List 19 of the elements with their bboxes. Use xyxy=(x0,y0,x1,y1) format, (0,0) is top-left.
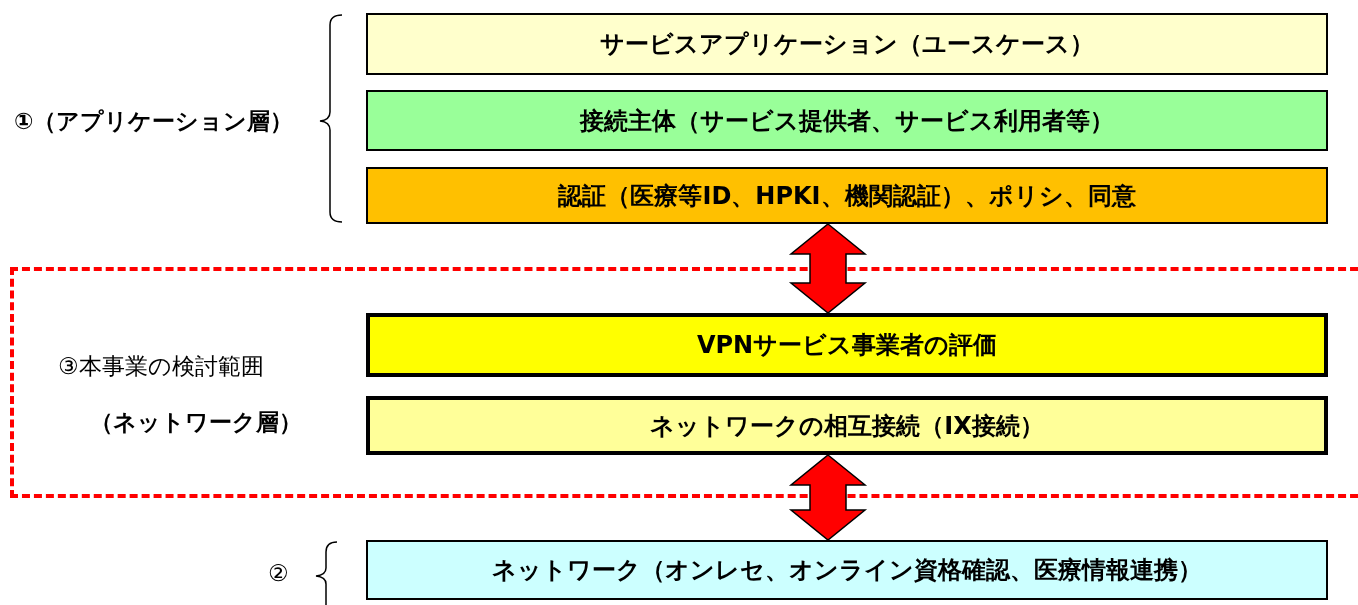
layer-text: 認証（医療等ID、HPKI、機関認証）、ポリシ、同意 xyxy=(558,180,1136,212)
layer-text: ネットワークの相互接続（IX接続） xyxy=(650,410,1044,442)
layer-box xyxy=(366,540,1328,600)
scope-region xyxy=(10,267,1358,498)
layer-text: ネットワーク（オンレセ、オンライン資格確認、医療情報連携） xyxy=(492,555,1202,586)
layer-text: サービスアプリケーション（ユースケース） xyxy=(600,29,1094,60)
layer-box xyxy=(366,90,1328,151)
double-arrow xyxy=(788,454,868,541)
layer-box xyxy=(366,13,1328,75)
layer-label: ② xyxy=(268,560,289,586)
layer-label: ①（アプリケーション層） xyxy=(14,107,294,136)
layer-text: 接続主体（サービス提供者、サービス利用者等） xyxy=(580,105,1114,137)
region-subtitle: （ネットワーク層） xyxy=(90,408,302,437)
layer-box xyxy=(366,167,1328,224)
double-arrow xyxy=(788,223,868,314)
layer-text: VPNサービス事業者の評価 xyxy=(696,330,998,361)
region-title: ③本事業の検討範囲 xyxy=(58,352,264,381)
layer-box xyxy=(366,313,1328,377)
layer-box xyxy=(366,396,1328,455)
